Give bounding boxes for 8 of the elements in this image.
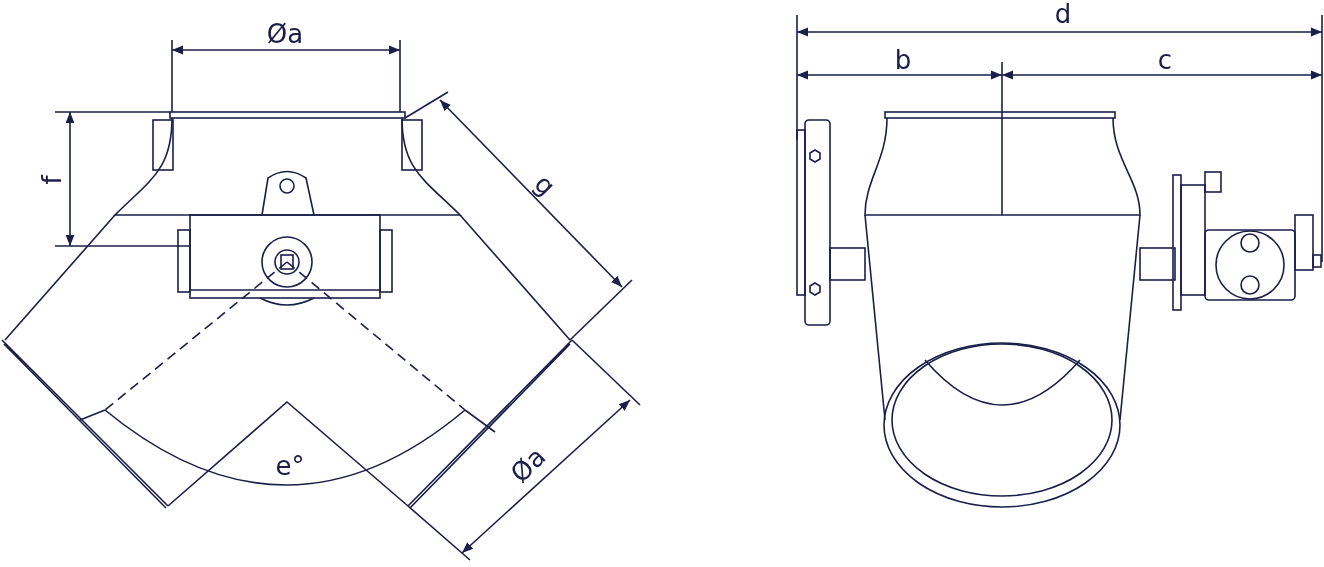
dimension-label: e° [275,453,305,479]
dimension-label: d [1054,1,1072,27]
dimension-label: c [1157,47,1173,73]
dimension-label: f [39,175,65,185]
dimension-label: Øa [266,21,304,47]
dimension-label: g [529,169,561,201]
dimension-label: b [894,47,912,73]
dimension-label: Øa [505,442,551,488]
